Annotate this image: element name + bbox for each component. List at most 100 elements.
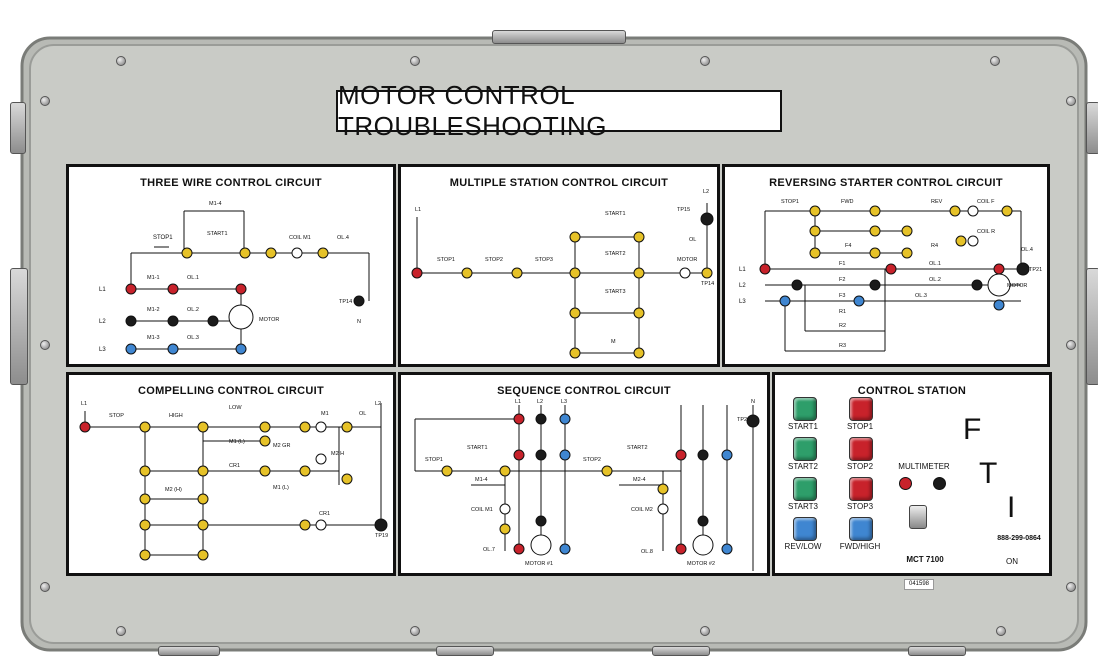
rev-r2-label: R2 <box>839 323 846 329</box>
start2-label: START2 <box>788 462 818 471</box>
stop2-label: STOP2 <box>846 462 874 471</box>
right-latch-bottom[interactable] <box>1086 268 1098 385</box>
panel-title: CONTROL STATION <box>857 385 967 397</box>
multimeter-red-jack[interactable] <box>899 477 912 490</box>
comp-high-label: HIGH <box>169 413 183 419</box>
rev-rev-label: REV <box>931 199 943 205</box>
start2-button[interactable] <box>793 437 817 461</box>
logo-letter-f: F <box>963 413 982 446</box>
rev-r4-label: R4 <box>931 243 938 249</box>
rev-ol1-label: OL.1 <box>929 261 941 267</box>
multi-m-label: M <box>611 339 616 345</box>
multi-start3-label: START3 <box>605 289 626 295</box>
three-wire-m14-label: M1-4 <box>209 201 222 207</box>
screw <box>40 96 50 106</box>
model-label: MCT 7100 <box>906 555 944 564</box>
serial-sticker: 041598 <box>904 579 934 590</box>
three-wire-ol3-label: OL.3 <box>187 335 199 341</box>
three-wire-tp14-label: TP14 <box>339 299 352 305</box>
rev-low-label: REV/LOW <box>784 542 822 551</box>
three-wire-schematic: STOP1 START1 M1-4 COIL M1 OL.4 L1 L2 L3 … <box>99 201 370 355</box>
three-wire-m12-label: M1-2 <box>147 307 160 313</box>
rev-r1-label: R1 <box>839 309 846 315</box>
multi-stop1-label: STOP1 <box>437 257 455 263</box>
right-latch-top[interactable] <box>1086 102 1098 154</box>
three-wire-start-label: START1 <box>207 231 228 237</box>
three-wire-motor-label: MOTOR <box>259 317 279 323</box>
logo-letter-i: I <box>1007 491 1016 524</box>
comp-cr1-label: CR1 <box>229 463 240 469</box>
comp-m1lb-label: M1 (L) <box>273 485 289 491</box>
start1-button[interactable] <box>793 397 817 421</box>
three-wire-l2-label: L2 <box>99 319 106 325</box>
three-wire-ol1-label: OL.1 <box>187 275 199 281</box>
stop2-button[interactable] <box>849 437 873 461</box>
fwd-high-button[interactable] <box>849 517 873 541</box>
start3-label: START3 <box>788 502 818 511</box>
screw <box>700 626 710 636</box>
seq-stop1-label: STOP1 <box>425 457 443 463</box>
start3-button[interactable] <box>793 477 817 501</box>
rev-coilr-label: COIL R <box>977 229 995 235</box>
test-points[interactable] <box>125 247 365 355</box>
reversing-starter-panel: REVERSING STARTER CONTROL CIRCUIT <box>722 164 1050 367</box>
test-points[interactable] <box>441 413 760 555</box>
left-latch-bottom[interactable] <box>10 268 28 385</box>
comp-l2-label: L2 <box>375 401 381 407</box>
seq-start1-label: START1 <box>467 445 488 451</box>
stop1-button[interactable] <box>849 397 873 421</box>
three-wire-coil-label: COIL M1 <box>289 235 311 241</box>
multi-tp14-label: TP14 <box>701 281 714 287</box>
multimeter-black-jack[interactable] <box>933 477 946 490</box>
seq-coil2-label: COIL M2 <box>631 507 653 513</box>
fwd-high-label: FWD/HIGH <box>839 542 881 551</box>
rev-f3-label: F3 <box>839 293 845 299</box>
seq-stop2-label: STOP2 <box>583 457 601 463</box>
comp-cr1b-label: CR1 <box>319 511 330 517</box>
multi-l1-label: L1 <box>415 207 421 213</box>
multi-tp15-label: TP15 <box>677 207 690 213</box>
seq-ol7-label: OL.7 <box>483 547 495 553</box>
screw <box>1066 340 1076 350</box>
rev-l3-label: L3 <box>739 299 746 305</box>
key-switch[interactable] <box>909 505 927 529</box>
control-station-panel: CONTROL STATION START1 STOP1 START2 STOP… <box>772 372 1052 576</box>
rev-r3-label: R3 <box>839 343 846 349</box>
rev-fwd-label: FWD <box>841 199 854 205</box>
three-wire-l1-label: L1 <box>99 287 106 293</box>
rev-motor-label: MOTOR <box>1007 283 1027 289</box>
left-latch-top[interactable] <box>10 102 26 154</box>
multi-ol-label: OL <box>689 237 696 243</box>
seq-l3-label: L3 <box>561 399 567 405</box>
sequence-schematic: L1 L2 L3 STOP1 START1 STOP2 START2 M1-4 … <box>414 399 760 571</box>
multi-start1-label: START1 <box>605 211 626 217</box>
bottom-foot-mid1 <box>436 646 494 656</box>
top-handle[interactable] <box>492 30 626 44</box>
rev-stop1-label: STOP1 <box>781 199 799 205</box>
multiple-station-panel: MULTIPLE STATION CONTROL CIRCUIT L1 L2 S… <box>398 164 720 367</box>
test-points[interactable] <box>79 421 388 561</box>
on-label: ON <box>1006 557 1018 566</box>
seq-l1-label: L1 <box>515 399 521 405</box>
rev-low-button[interactable] <box>793 517 817 541</box>
test-points[interactable] <box>759 205 1030 311</box>
stop3-button[interactable] <box>849 477 873 501</box>
rev-f4-label: F4 <box>845 243 851 249</box>
seq-tp21-label: TP21 <box>737 417 750 423</box>
comp-ol-label: OL <box>359 411 366 417</box>
three-wire-m13-label: M1-3 <box>147 335 160 341</box>
three-wire-m11-label: M1-1 <box>147 275 160 281</box>
compelling-panel: COMPELLING CONTROL CIRCUIT L1 L2 STOP <box>66 372 396 576</box>
seq-m24-label: M2-4 <box>633 477 646 483</box>
rev-tp21-label: TP21 <box>1029 267 1042 273</box>
three-wire-panel: THREE WIRE CONTROL CIRCUIT STOP1 START <box>66 164 396 367</box>
screw <box>40 340 50 350</box>
screw <box>410 56 420 66</box>
screw <box>990 56 1000 66</box>
compelling-schematic: L1 L2 STOP HIGH LOW M1 (L) M2 GR CR1 M2 … <box>79 401 388 561</box>
test-points[interactable] <box>411 212 714 359</box>
reversing-schematic: STOP1 FWD REV COIL F COIL R F4 R4 OL.4 L… <box>739 199 1042 352</box>
multiple-station-schematic: L1 L2 STOP1 STOP2 STOP3 START1 START2 ST… <box>411 189 714 359</box>
comp-l1-label: L1 <box>81 401 87 407</box>
rev-coilf-label: COIL F <box>977 199 995 205</box>
